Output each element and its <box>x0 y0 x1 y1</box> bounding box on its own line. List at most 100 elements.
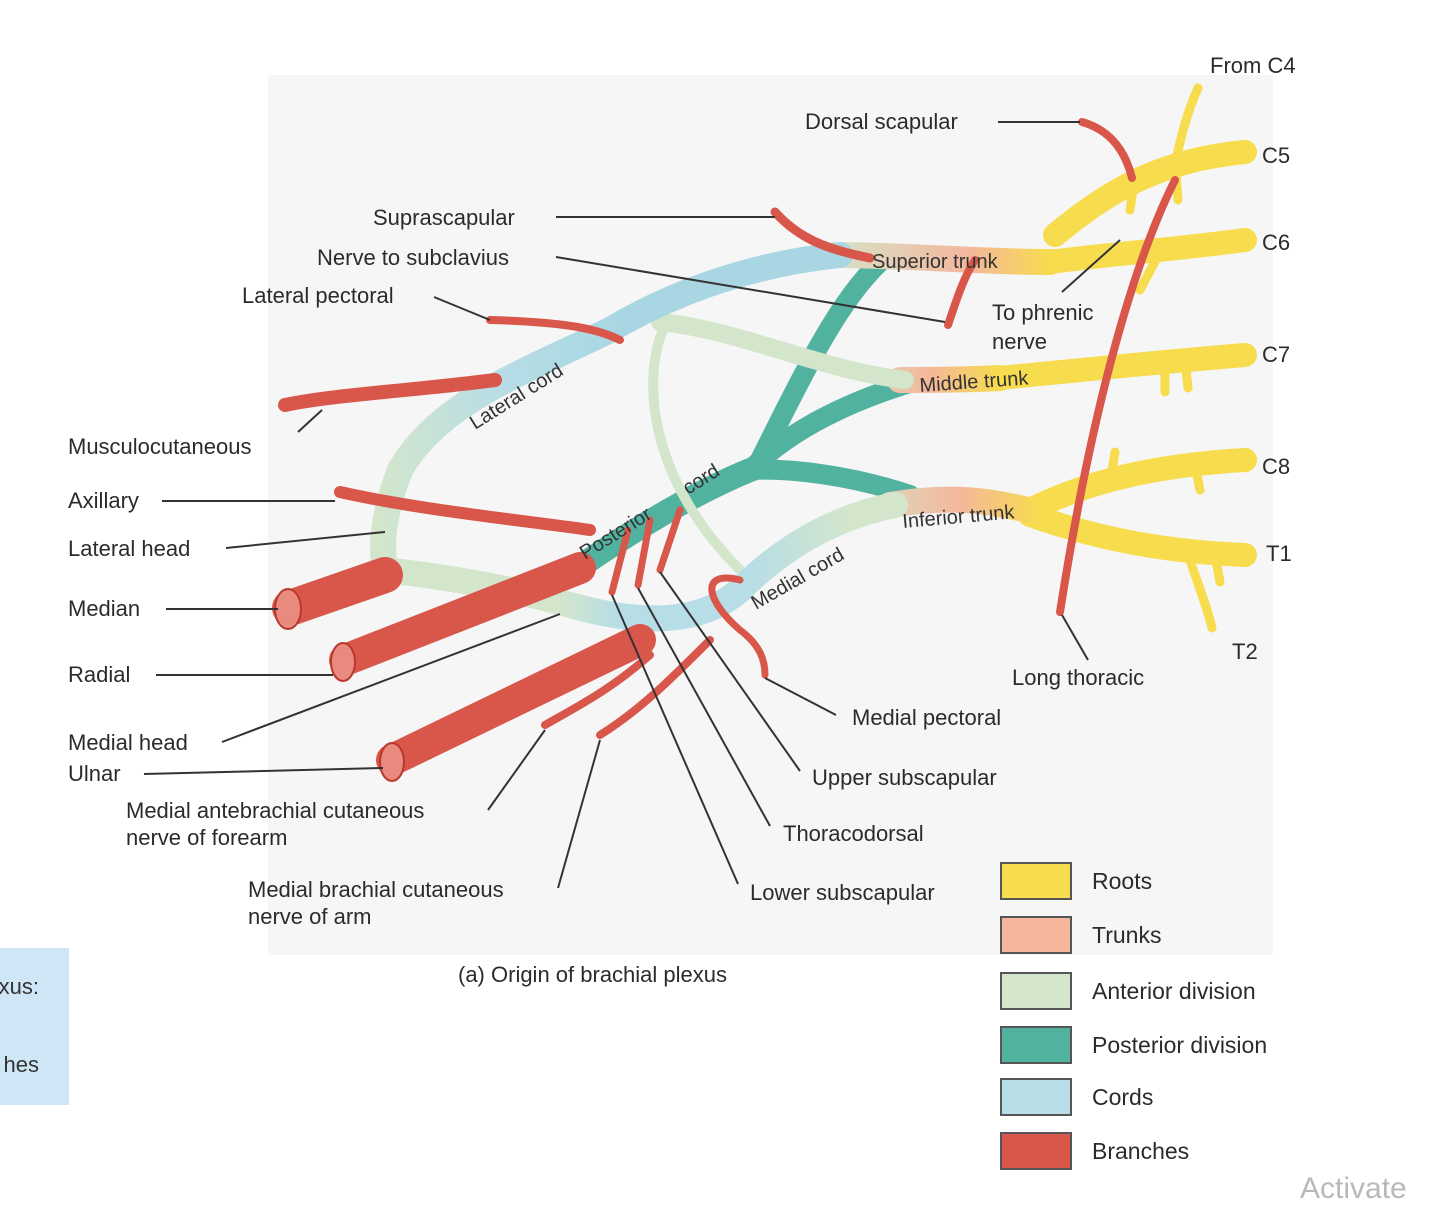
medial-cord <box>372 492 908 632</box>
posterior-branches <box>1056 118 1179 616</box>
median-nerve <box>272 557 403 626</box>
leader-thoracodorsal <box>637 587 771 827</box>
leader-lateral-head <box>225 531 386 549</box>
legend-item: Branches <box>1000 1132 1320 1172</box>
lower-subscapular-nerve <box>608 526 632 596</box>
upper-subscapular-nerve <box>656 506 684 574</box>
legend-swatch <box>1000 972 1072 1010</box>
watermark-text: Activate <box>1300 1172 1407 1205</box>
label-lower-subscapular: Lower subscapular <box>750 880 935 905</box>
side-panel-line2: hes <box>3 1052 39 1077</box>
label-to-phrenic-line2: nerve <box>992 329 1047 354</box>
lateral-pectoral-nerve <box>486 316 624 344</box>
ulnar-nerve <box>376 624 656 776</box>
radial-cut-end <box>330 642 356 682</box>
root-t2-branch <box>1185 555 1217 633</box>
label-c5: C5 <box>1262 143 1290 168</box>
legend-item: Trunks <box>1000 916 1320 956</box>
root-c8-twig <box>1105 447 1120 490</box>
label-t2: T2 <box>1232 639 1258 664</box>
label-long-thoracic: Long thoracic <box>1012 665 1144 690</box>
medial-pectoral-nerve <box>708 574 769 679</box>
label-musculocutaneous: Musculocutaneous <box>68 434 251 459</box>
label-t1: T1 <box>1266 541 1292 566</box>
leader-musculocutaneous <box>297 409 323 433</box>
legend-label: Trunks <box>1092 922 1162 948</box>
side-panel-cropped: xus: hes <box>0 948 69 1105</box>
label-medial-head: Medial head <box>68 730 188 755</box>
legend-item: Posterior division <box>1000 1026 1320 1066</box>
legend-label: Roots <box>1092 868 1153 894</box>
label-ulnar: Ulnar <box>68 761 121 786</box>
leader-long-thoracic <box>1061 614 1089 661</box>
leader-lines <box>143 121 1121 889</box>
label-c6: C6 <box>1262 230 1290 255</box>
leader-medial-pectoral <box>764 677 837 716</box>
leader-nerve-to-subclavius <box>555 256 946 323</box>
label-lateral-pectoral: Lateral pectoral <box>242 283 394 308</box>
label-medial-antebrachial-line2: nerve of forearm <box>126 825 287 850</box>
leader-upper-subscapular <box>659 571 801 772</box>
legend-label: Anterior division <box>1092 978 1256 1004</box>
figure-caption: (a) Origin of brachial plexus <box>458 962 727 987</box>
label-medial-brachial-line2: nerve of arm <box>248 904 372 929</box>
legend-swatch <box>1000 1078 1072 1116</box>
legend-swatch <box>1000 916 1072 954</box>
leader-medial-antebrachial <box>487 729 546 811</box>
thoracodorsal-nerve <box>634 516 654 589</box>
label-medial-antebrachial-line1: Medial antebrachial cutaneous <box>126 798 424 823</box>
nerve-to-subclavius <box>944 256 979 329</box>
label-thoracodorsal: Thoracodorsal <box>783 821 924 846</box>
label-upper-subscapular: Upper subscapular <box>812 765 997 790</box>
legend-item: Cords <box>1000 1078 1320 1118</box>
anterior-division-middle <box>651 313 914 389</box>
leader-medial-head <box>221 613 561 743</box>
leader-to-phrenic <box>1061 239 1121 293</box>
trunks-and-divisions <box>370 242 1063 632</box>
legend-label: Branches <box>1092 1138 1190 1164</box>
side-panel-line1: xus: <box>0 974 39 999</box>
label-suprascapular: Suprascapular <box>373 205 515 230</box>
root-c6-twig <box>1135 247 1165 295</box>
root-c7 <box>988 343 1257 390</box>
leader-ulnar <box>143 767 384 775</box>
label-lateral-head: Lateral head <box>68 536 190 561</box>
terminal-branches <box>272 207 979 782</box>
median-cut-end <box>274 588 302 630</box>
label-from-c4: From C4 <box>1210 53 1296 78</box>
suprascapular-nerve <box>770 207 875 263</box>
leader-lower-subscapular <box>611 594 739 885</box>
label-medial-pectoral: Medial pectoral <box>852 705 1001 730</box>
legend-item: Roots <box>1000 862 1320 902</box>
radial-nerve <box>329 552 596 676</box>
posterior-division-superior <box>750 252 890 470</box>
label-superior-trunk: Superior trunk <box>872 251 999 273</box>
label-nerve-to-subclavius: Nerve to subclavius <box>317 245 509 270</box>
axillary-nerve <box>334 486 596 536</box>
posterior-cord <box>563 456 767 582</box>
legend-item: Anterior division <box>1000 972 1320 1012</box>
label-dorsal-scapular: Dorsal scapular <box>805 109 958 134</box>
legend-swatch <box>1000 1132 1072 1170</box>
anterior-division-loop <box>648 320 745 575</box>
label-medial-brachial-line1: Medial brachial cutaneous <box>248 877 504 902</box>
root-t1-twig <box>1210 550 1225 587</box>
label-median: Median <box>68 596 140 621</box>
label-c7: C7 <box>1262 342 1290 367</box>
ulnar-cut-end <box>379 742 405 782</box>
leader-medial-brachial <box>557 739 601 889</box>
label-to-phrenic-line1: To phrenic <box>992 300 1094 325</box>
label-axillary: Axillary <box>68 488 139 513</box>
root-c7-twig-2 <box>1180 355 1193 393</box>
leader-lateral-pectoral <box>433 296 491 321</box>
root-c8-twig-2 <box>1190 460 1205 495</box>
medial-antebrachial-cutaneous-nerve <box>541 651 654 729</box>
musculocutaneous-nerve <box>278 373 502 412</box>
inferior-trunk <box>877 486 1048 525</box>
long-thoracic-nerve <box>1056 176 1179 616</box>
label-c8: C8 <box>1262 454 1290 479</box>
legend-swatch <box>1000 1026 1072 1064</box>
dorsal-scapular-nerve <box>1078 118 1136 182</box>
legend-label: Posterior division <box>1092 1032 1268 1058</box>
